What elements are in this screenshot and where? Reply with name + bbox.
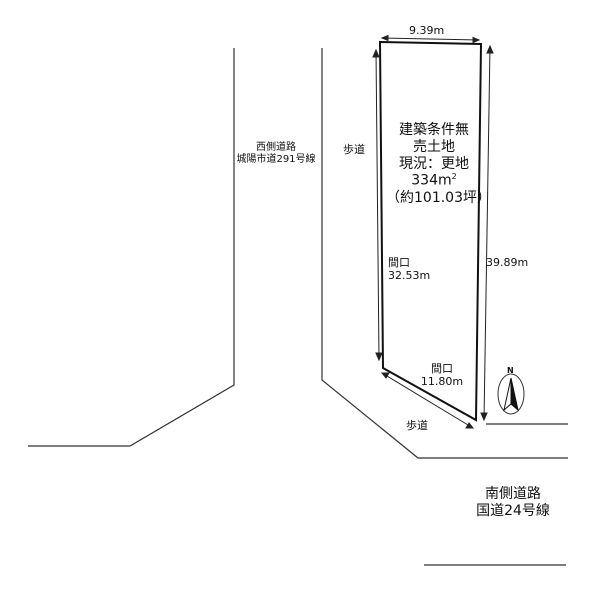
west-road-number: 城陽市道291号線 (236, 154, 316, 165)
compass-needle-left (503, 377, 512, 412)
parcel-status: 現況：更地 (399, 155, 469, 172)
left-frontage-title: 間口 (388, 256, 410, 269)
sidewalk-bottom-label: 歩道 (406, 419, 428, 432)
top-width-arrow-right (472, 36, 481, 44)
bottom-frontage-title: 間口 (431, 362, 453, 375)
bottom-frontage-arrow-right (465, 422, 475, 429)
dimension-lines (372, 34, 494, 429)
west-road-label: 西側道路 城陽市道291号線 (228, 142, 324, 166)
right-side-dimension (483, 45, 491, 421)
bottom-frontage-arrow-left (380, 372, 390, 379)
parcel-title-line2: 売土地 (413, 138, 455, 155)
top-width-dimension (381, 37, 480, 41)
left-frontage-dimension (375, 49, 380, 361)
parcel-area-tsubo: （約101.03坪） (386, 189, 491, 206)
bottom-frontage-value: 11.80m (420, 375, 464, 389)
south-road-name: 南側道路 (485, 486, 541, 502)
left-frontage-label: 間口 32.53m (388, 256, 430, 282)
west-road-left-edge (28, 48, 235, 447)
west-road-name: 西側道路 (256, 142, 296, 153)
compass-needle-right (510, 377, 519, 412)
bottom-frontage-dimension (381, 372, 474, 429)
north-letter: N (507, 366, 514, 375)
right-side-arrow-top (486, 44, 494, 54)
right-side-label: 39.89m (486, 256, 529, 269)
parcel-outline (378, 40, 483, 422)
road-lines (28, 48, 568, 566)
left-frontage-arrow-bottom (375, 352, 383, 362)
sidewalk-left-label: 歩道 (343, 143, 365, 156)
north-compass (497, 373, 525, 415)
parcel-area: 334m2 (411, 172, 457, 190)
top-width-label: 9.39m (409, 24, 445, 37)
south-road-number: 国道24号線 (476, 502, 550, 519)
west-road-right-edge (321, 48, 568, 459)
compass-circle (497, 373, 525, 415)
right-side-arrow-bottom (480, 412, 488, 422)
parcel-title-line1: 建築条件無 (399, 122, 469, 138)
left-frontage-value: 32.53m (388, 269, 431, 283)
parcel-title: 建築条件無 売土地 現況：更地 334m2 （約101.03坪） (386, 122, 491, 207)
bottom-frontage-label: 間口 11.80m (412, 362, 472, 388)
top-width-arrow-left (380, 34, 389, 42)
south-road-label: 南側道路 国道24号線 (460, 486, 566, 520)
left-frontage-arrow-top (372, 48, 380, 58)
